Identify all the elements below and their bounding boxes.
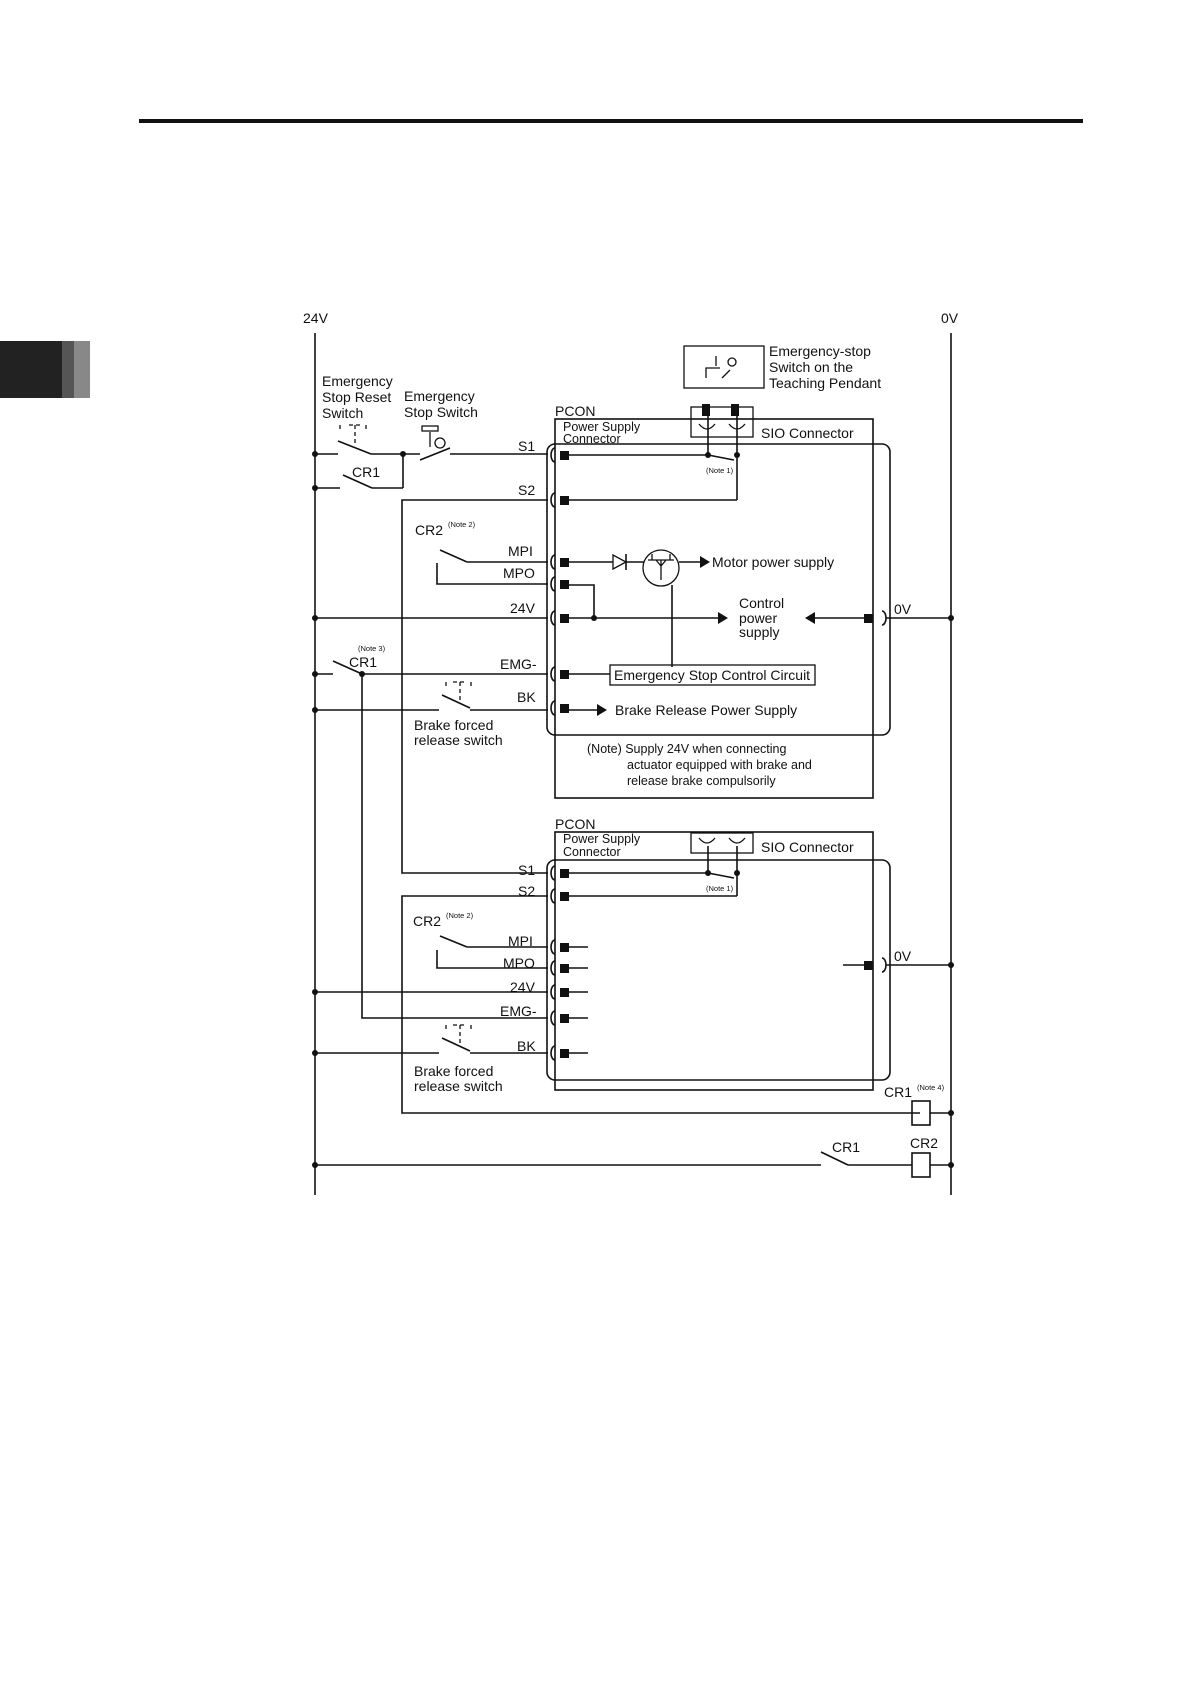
pcon2-cr2-label: CR2 bbox=[413, 913, 441, 929]
pcon2-note1: (Note 1) bbox=[706, 884, 734, 893]
reset-switch bbox=[315, 424, 403, 455]
arrow-icon bbox=[805, 612, 815, 624]
pcon1-psc-label-1: Power Supply bbox=[563, 420, 641, 434]
pcon1-pin-emg-label: EMG- bbox=[500, 656, 537, 672]
pcon1-pin-24v-label: 24V bbox=[510, 600, 536, 616]
cr1-emg-label: CR1 bbox=[349, 654, 377, 670]
pcon2-box bbox=[554, 831, 874, 1091]
pendant-estop-box bbox=[683, 345, 765, 389]
brake-switch-label-2: release switch bbox=[414, 732, 503, 748]
pcon1-box bbox=[554, 418, 874, 799]
pcon1-note-3: release brake compulsorily bbox=[627, 774, 776, 788]
cr2-note2: (Note 2) bbox=[448, 520, 476, 529]
cr1-coil-label: CR1 bbox=[884, 1084, 912, 1100]
estop-control-circuit-label: Emergency Stop Control Circuit bbox=[614, 667, 810, 683]
brake-switch-label-1: Brake forced bbox=[414, 717, 493, 733]
pcon2-pin-mpo-label: MPO bbox=[503, 955, 535, 971]
pcon2-pin-mpi-label: MPI bbox=[508, 933, 533, 949]
pcon1-sio-label: SIO Connector bbox=[761, 425, 854, 441]
cr1-latch-contact bbox=[315, 454, 404, 489]
cr1-note4: (Note 4) bbox=[917, 1083, 945, 1092]
pcon2-pin-stubs bbox=[569, 946, 588, 1054]
emg-to-pcon2-wire bbox=[361, 674, 548, 1019]
motor-power-label: Motor power supply bbox=[712, 554, 834, 570]
pcon1-pin-mpo-label: MPO bbox=[503, 565, 535, 581]
reset-switch-label-3: Switch bbox=[322, 405, 363, 421]
transistor-icon bbox=[642, 549, 680, 587]
pcon2-psc-label-2: Connector bbox=[563, 845, 621, 859]
pcon1-title: PCON bbox=[555, 403, 595, 419]
control-power-label-2: power bbox=[739, 610, 777, 626]
pcon2-pin-24v-label: 24V bbox=[510, 979, 536, 995]
pcon1-pin-bk-label: BK bbox=[517, 689, 536, 705]
pcon2-sio-label: SIO Connector bbox=[761, 839, 854, 855]
cr1-bottom-contact bbox=[820, 1151, 849, 1166]
pcon1-pin-mpi-label: MPI bbox=[508, 543, 533, 559]
pcon2-pin-emg-label: EMG- bbox=[500, 1003, 537, 1019]
pcon1-note1: (Note 1) bbox=[706, 466, 734, 475]
brake-release-switch-1 bbox=[315, 681, 548, 711]
pcon1-sio-box bbox=[690, 406, 754, 438]
estop-switch-label-2: Stop Switch bbox=[404, 404, 478, 420]
estop-control-circuit-box bbox=[609, 664, 816, 686]
pcon2-inner bbox=[546, 859, 891, 1081]
pcon2-0v-label: 0V bbox=[894, 948, 912, 964]
pcon2-title: PCON bbox=[555, 816, 595, 832]
arrow-icon bbox=[718, 612, 728, 624]
pcon1-note-1: (Note) Supply 24V when connecting bbox=[587, 742, 786, 756]
control-power-label-3: supply bbox=[739, 624, 779, 640]
cr1-note3: (Note 3) bbox=[358, 644, 386, 653]
pendant-estop-icon bbox=[705, 356, 737, 379]
cr2-contact bbox=[436, 549, 548, 585]
pcon2-cr2-note2: (Note 2) bbox=[446, 911, 474, 920]
control-power-label-1: Control bbox=[739, 595, 784, 611]
pcon2-cr2-contact bbox=[436, 935, 548, 969]
pcon1-note-2: actuator equipped with brake and bbox=[627, 758, 812, 772]
s2-to-pcon2-s1-wire bbox=[401, 499, 548, 874]
pcon2-pin-s1-label: S1 bbox=[518, 862, 535, 878]
pendant-terminal bbox=[731, 404, 739, 416]
pcon1-inner bbox=[546, 443, 891, 736]
estop-switch-label-1: Emergency bbox=[404, 388, 475, 404]
pcon2-psc-label-1: Power Supply bbox=[563, 832, 641, 846]
cr2-label: CR2 bbox=[415, 522, 443, 538]
chapter-tab bbox=[0, 341, 90, 398]
pendant-label-2: Switch on the bbox=[769, 359, 853, 375]
pcon1-pin-s2-label: S2 bbox=[518, 482, 535, 498]
brake-supply-label: Brake Release Power Supply bbox=[615, 702, 797, 718]
pcon1-0v-label: 0V bbox=[894, 601, 912, 617]
pcon1-pin-s1-label: S1 bbox=[518, 438, 535, 454]
pcon2-pin-sockets bbox=[550, 865, 556, 1061]
rail-0v-label: 0V bbox=[941, 310, 959, 326]
arrow-icon bbox=[700, 556, 710, 568]
reset-switch-label-2: Stop Reset bbox=[322, 389, 391, 405]
cr1-latch-label: CR1 bbox=[352, 464, 380, 480]
pcon1-psc-label-2: Connector bbox=[563, 432, 621, 446]
brake-switch2-label-2: release switch bbox=[414, 1078, 503, 1094]
pendant-label-1: Emergency-stop bbox=[769, 343, 871, 359]
s2-to-cr1-coil-wire bbox=[401, 895, 920, 1114]
pcon1-pin-sockets bbox=[550, 447, 556, 716]
pcon2-pin-bk-label: BK bbox=[517, 1038, 536, 1054]
cr2-coil-label: CR2 bbox=[910, 1135, 938, 1151]
pcon2-pin-terminals bbox=[560, 869, 569, 1058]
rail-24v-label: 24V bbox=[303, 310, 329, 326]
pendant-label-3: Teaching Pendant bbox=[769, 375, 881, 391]
pcon1-sio-sockets bbox=[698, 423, 746, 430]
arrow-icon bbox=[597, 704, 607, 716]
brake-release-switch-2 bbox=[315, 1024, 548, 1054]
brake-switch2-label-1: Brake forced bbox=[414, 1063, 493, 1079]
pcon2-pin-s2-label: S2 bbox=[518, 883, 535, 899]
estop-switch bbox=[403, 425, 548, 461]
cr2-coil bbox=[911, 1152, 931, 1178]
pendant-terminal bbox=[702, 404, 710, 416]
diode-icon bbox=[612, 553, 628, 571]
pcon2-sio-box bbox=[690, 832, 754, 854]
cr1-bottom-label: CR1 bbox=[832, 1139, 860, 1155]
reset-switch-label-1: Emergency bbox=[322, 373, 393, 389]
pcon1-pin-terminals bbox=[560, 451, 569, 713]
pcon2-sio-sockets bbox=[698, 837, 746, 844]
